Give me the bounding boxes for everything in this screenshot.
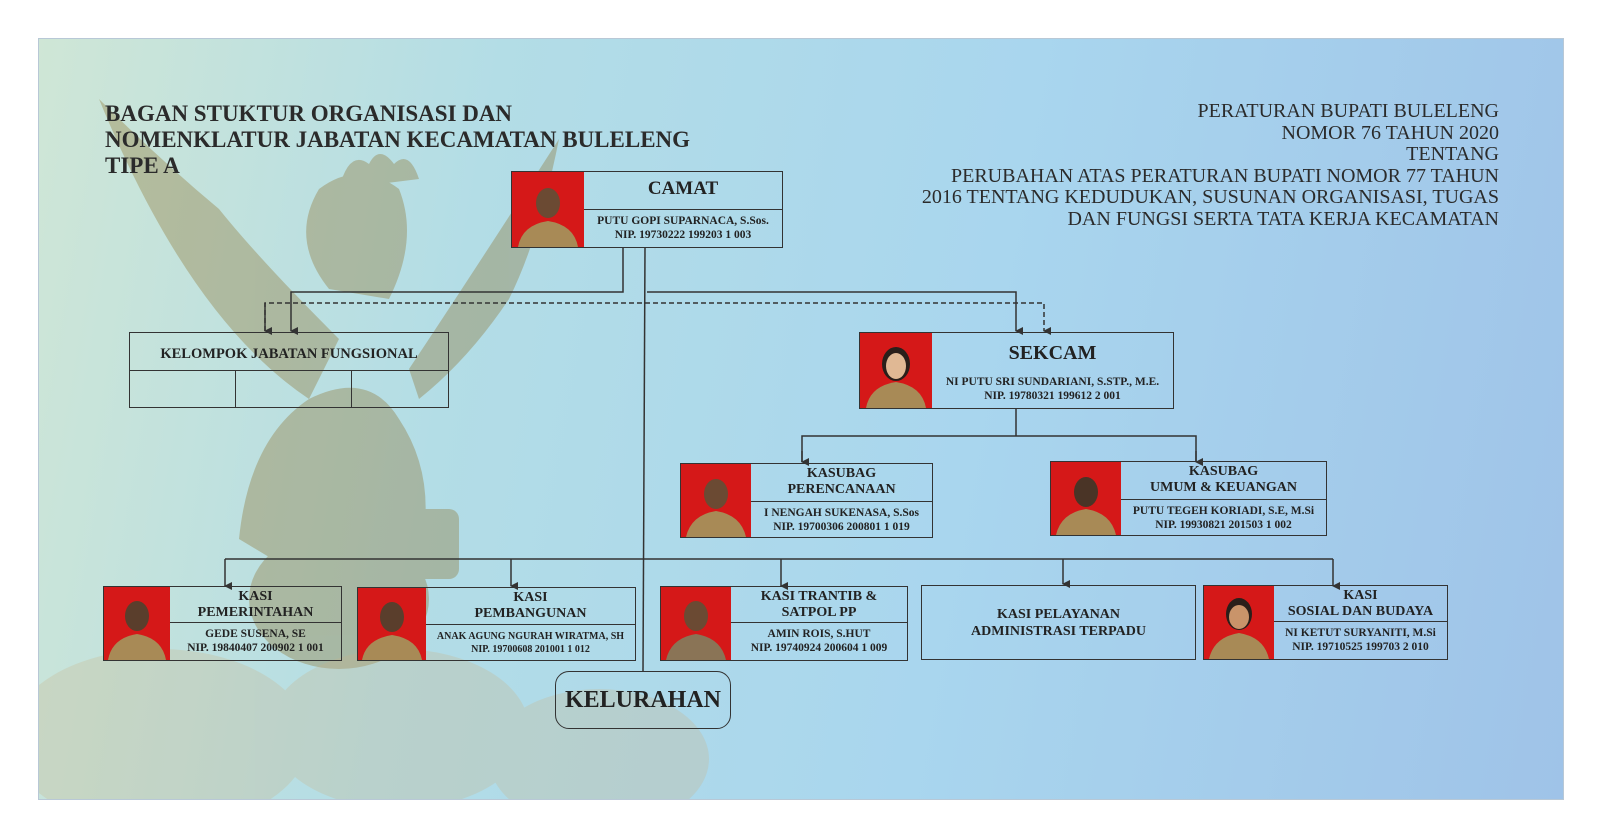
- kasi-sosial-box: KASI SOSIAL DAN BUDAYA NI KETUT SURYANIT…: [1203, 585, 1448, 660]
- kelompok-grid: [130, 370, 448, 407]
- person-photo-icon: [518, 188, 578, 247]
- chart-panel: BAGAN STUKTUR ORGANISASI DAN NOMENKLATUR…: [38, 38, 1564, 800]
- kasi-trantib-photo: [661, 587, 731, 660]
- kasubag-umum-person: PUTU TEGEH KORIADI, S.E, M.Si NIP. 19930…: [1121, 499, 1326, 535]
- camat-photo: [512, 172, 584, 247]
- kasi-pemerintahan-nip: NIP. 19840407 200902 1 001: [187, 642, 324, 654]
- kasubag-perencanaan-name: I NENGAH SUKENASA, S.Sos: [764, 507, 919, 519]
- camat-person: PUTU GOPI SUPARNACA, S.Sos. NIP. 1973022…: [584, 209, 782, 247]
- title-line-3: TIPE A: [105, 153, 180, 178]
- kasi-pembangunan-role: KASI PEMBANGUNAN: [474, 590, 587, 621]
- regulation-line-3: TENTANG: [1406, 143, 1499, 165]
- kasi-sosial-name: NI KETUT SURYANITI, M.Si: [1285, 627, 1436, 639]
- title-line-1: BAGAN STUKTUR ORGANISASI DAN: [105, 101, 513, 126]
- kasi-pemerintahan-box: KASI PEMERINTAHAN GEDE SUSENA, SE NIP. 1…: [103, 586, 342, 661]
- camat-role: CAMAT: [647, 178, 719, 199]
- kasi-sosial-nip: NIP. 19710525 199703 2 010: [1292, 641, 1429, 653]
- kasi-trantib-role: KASI TRANTIB & SATPOL PP: [760, 589, 878, 620]
- regulation-text: PERATURAN BUPATI BULELENG NOMOR 76 TAHUN…: [921, 100, 1499, 230]
- sekcam-person: NI PUTU SRI SUNDARIANI, S.STP., M.E. NIP…: [932, 372, 1173, 408]
- kasi-pembangunan-photo: [358, 588, 426, 660]
- kasi-pelayanan-box: KASI PELAYANAN ADMINISTRASI TERPADU: [921, 585, 1196, 660]
- kasubag-perencanaan-box: KASUBAG PERENCANAAN I NENGAH SUKENASA, S…: [680, 463, 933, 538]
- kasi-trantib-person: AMIN ROIS, S.HUT NIP. 19740924 200604 1 …: [731, 622, 907, 660]
- regulation-line-5: 2016 TENTANG KEDUDUKAN, SUSUNAN ORGANISA…: [921, 186, 1499, 208]
- kasubag-umum-nip: NIP. 19930821 201503 1 002: [1155, 519, 1292, 531]
- regulation-line-2: NOMOR 76 TAHUN 2020: [1281, 121, 1499, 144]
- kasi-pemerintahan-role: KASI PEMERINTAHAN: [197, 589, 314, 620]
- kelompok-jabatan-fungsional-box: KELOMPOK JABATAN FUNGSIONAL: [129, 332, 449, 408]
- sekcam-name: NI PUTU SRI SUNDARIANI, S.STP., M.E.: [945, 376, 1160, 388]
- kasi-pembangunan-nip: NIP. 19700608 201001 1 012: [471, 644, 590, 655]
- kasi-pembangunan-person: ANAK AGUNG NGURAH WIRATMA, SH NIP. 19700…: [426, 624, 635, 660]
- sekcam-photo: [860, 333, 932, 408]
- kasi-pemerintahan-person: GEDE SUSENA, SE NIP. 19840407 200902 1 0…: [170, 622, 341, 660]
- kasubag-perencanaan-nip: NIP. 19700306 200801 1 019: [773, 521, 910, 533]
- kasi-trantib-box: KASI TRANTIB & SATPOL PP AMIN ROIS, S.HU…: [660, 586, 908, 661]
- chart-title: BAGAN STUKTUR ORGANISASI DAN NOMENKLATUR…: [105, 101, 690, 179]
- kasi-sosial-photo: [1204, 586, 1274, 659]
- kasubag-umum-name: PUTU TEGEH KORIADI, S.E, M.Si: [1132, 505, 1315, 517]
- kasubag-perencanaan-role: KASUBAG PERENCANAAN: [787, 466, 896, 497]
- kelompok-label: KELOMPOK JABATAN FUNGSIONAL: [160, 346, 418, 362]
- kelompok-cell: [235, 371, 352, 407]
- regulation-line-6: DAN FUNGSI SERTA TATA KERJA KECAMATAN: [1067, 207, 1499, 230]
- kasubag-perencanaan-photo: [681, 464, 751, 537]
- kasubag-perencanaan-person: I NENGAH SUKENASA, S.Sos NIP. 19700306 2…: [751, 501, 932, 537]
- kasi-trantib-name: AMIN ROIS, S.HUT: [767, 628, 871, 640]
- kasubag-umum-role: KASUBAG UMUM & KEUANGAN: [1150, 464, 1297, 495]
- camat-nip: NIP. 19730222 199203 1 003: [614, 229, 752, 241]
- kasi-sosial-person: NI KETUT SURYANITI, M.Si NIP. 19710525 1…: [1274, 621, 1447, 659]
- kasubag-umum-box: KASUBAG UMUM & KEUANGAN PUTU TEGEH KORIA…: [1050, 461, 1327, 536]
- sekcam-box: SEKCAM NI PUTU SRI SUNDARIANI, S.STP., M…: [859, 332, 1174, 409]
- kelurahan-box: KELURAHAN: [555, 671, 731, 729]
- kasi-pemerintahan-name: GEDE SUSENA, SE: [205, 628, 306, 640]
- camat-box: CAMAT PUTU GOPI SUPARNACA, S.Sos. NIP. 1…: [511, 171, 783, 248]
- kelompok-cell: [130, 371, 236, 407]
- kasi-trantib-nip: NIP. 19740924 200604 1 009: [750, 642, 888, 654]
- kasubag-umum-photo: [1051, 462, 1121, 535]
- regulation-line-4: PERUBAHAN ATAS PERATURAN BUPATI NOMOR 77…: [951, 164, 1499, 187]
- kasi-pembangunan-name: ANAK AGUNG NGURAH WIRATMA, SH: [436, 631, 625, 642]
- sekcam-nip: NIP. 19780321 199612 2 001: [984, 390, 1121, 402]
- kasi-sosial-role: KASI SOSIAL DAN BUDAYA: [1287, 588, 1434, 619]
- kasi-pembangunan-box: KASI PEMBANGUNAN ANAK AGUNG NGURAH WIRAT…: [357, 587, 636, 661]
- kasi-pelayanan-role: KASI PELAYANAN ADMINISTRASI TERPADU: [971, 607, 1146, 639]
- garuda-statue-image: [39, 99, 709, 799]
- kasi-pemerintahan-photo: [104, 587, 170, 660]
- regulation-line-1: PERATURAN BUPATI BULELENG: [1197, 100, 1499, 122]
- sekcam-role: SEKCAM: [1008, 342, 1097, 364]
- camat-name: PUTU GOPI SUPARNACA, S.Sos.: [597, 215, 769, 227]
- title-line-2: NOMENKLATUR JABATAN KECAMATAN BULELENG: [105, 127, 691, 152]
